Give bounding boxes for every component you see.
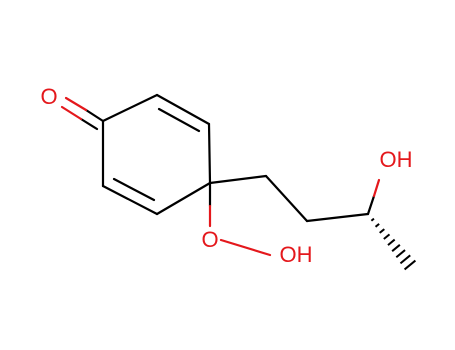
choh-o-bond-red [372,178,381,198]
ring-bond-c2-c3 [155,93,211,126]
chain-bond-ch2-ch2 [264,174,309,223]
hash-segment [370,217,375,222]
choh-o-bond-black [366,194,376,216]
stereo-hashed-bond [370,217,417,271]
hydroperoxy-oh-label: OH [280,242,313,267]
chain-bond-ch2-choh [305,212,370,223]
hash-segment [387,238,396,246]
hetero-bond-group [60,96,381,257]
ring-bond-c1-c2 [101,93,159,123]
peroxide-bond [219,238,272,257]
ring-bond-c3-c4 [207,122,212,185]
carbonyl-bond-black [84,108,105,123]
ring-bond-c5-c6 [101,184,159,216]
ring-double-bond-c5-c6-inner [112,177,156,202]
carbonyl-double-bond-red [60,105,83,121]
ketone-oxygen-label: O [40,84,57,109]
hash-segment [403,259,417,271]
peroxide-oxygen-label: O [201,227,218,252]
carbonyl-double-bond-black [79,117,99,131]
hash-segment [379,228,385,234]
hash-segment [383,233,391,240]
side-chain-oh-label: OH [380,147,413,172]
hash-segment [395,249,406,259]
chain-bond-c4-ch2 [208,174,268,185]
carbonyl-bond-red [64,96,88,112]
bond-group [101,93,370,223]
hash-segment [399,254,411,265]
hash-segment [374,223,380,228]
ring-bond-c4-c5 [155,181,212,216]
hash-segment [391,244,401,252]
ring-double-bond-c2-c3-inner [157,107,201,133]
